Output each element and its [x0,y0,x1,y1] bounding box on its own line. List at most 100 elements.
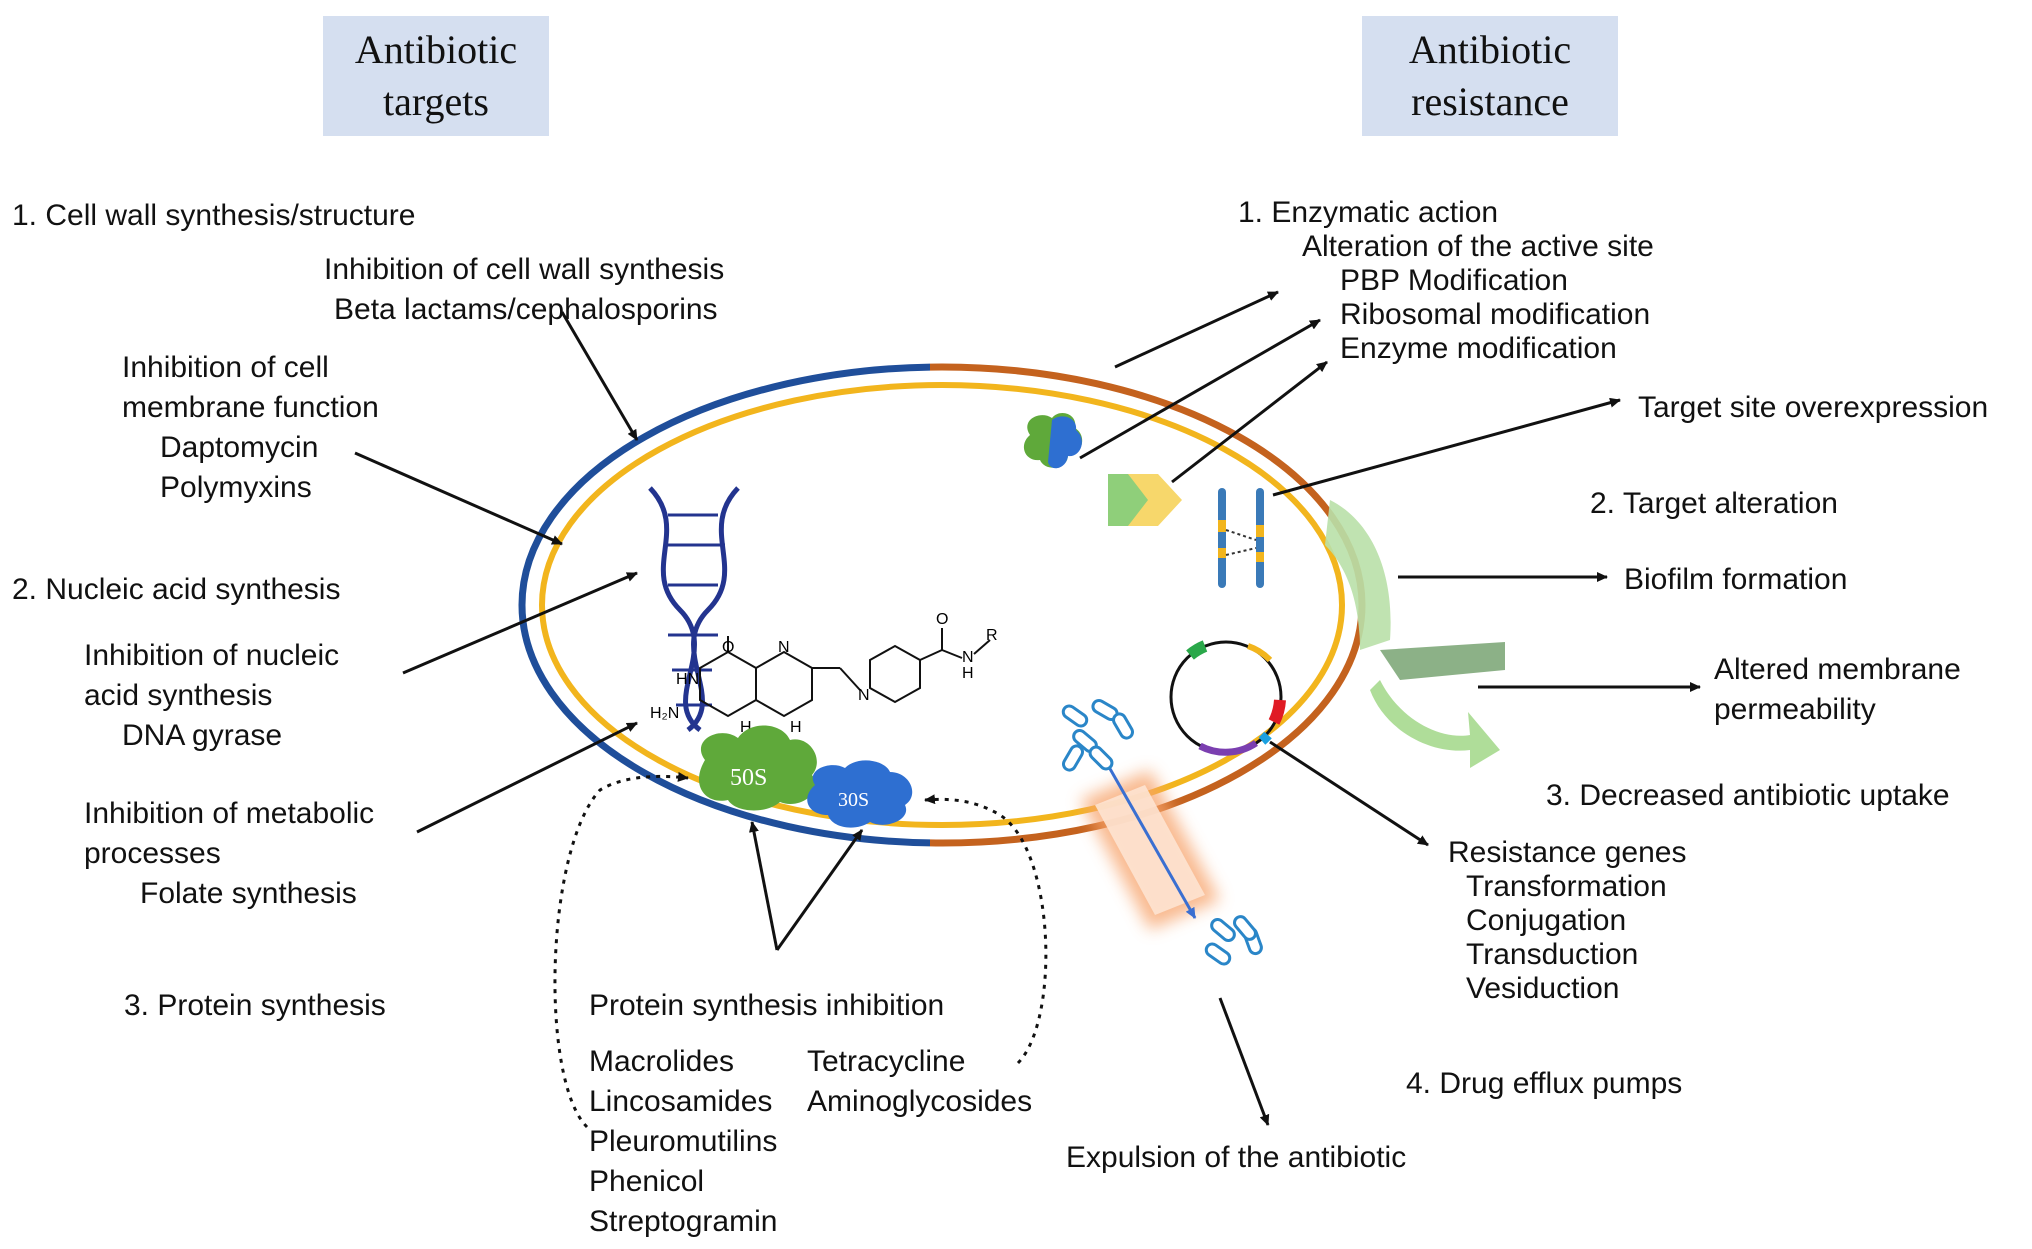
molecule-atom-label: R [986,627,998,644]
arrow-pbp [1114,290,1279,369]
arrow-metabolic [416,721,638,834]
label-inhibition-metabolic: Inhibition of metabolic processes Folate… [84,794,374,914]
label-inhibition-cell-wall: Inhibition of cell wall synthesis Beta l… [324,250,724,329]
drug-list-col2: Tetracycline Aminoglycosides [807,1042,1032,1122]
text-line: Inhibition of nucleic [84,639,340,672]
label-target-alteration: 2. Target alteration [1590,487,1838,520]
molecule-atom-label: N [778,639,790,656]
resistance-arrows [1079,290,1701,1126]
cell-wall [518,363,1366,847]
label-decreased-uptake: 3. Decreased antibiotic uptake [1546,779,1950,812]
text-line: membrane function [122,391,379,424]
ribosome-30s-icon: 30S [807,760,913,828]
drug-list-col1: Macrolides Lincosamides Pleuromutilins P… [589,1042,777,1242]
plasmid-icon [1169,640,1286,756]
text-line: Enzyme modification [1340,332,1617,365]
drug-name: Streptogramin [589,1205,778,1238]
label-altered-permeability: Altered membrane permeability [1714,650,1961,730]
label-enzymatic-action: 1. Enzymatic action Alteration of the ac… [1238,196,1654,366]
molecule-atom-label: HN [676,671,699,688]
text-line: Inhibition of cell [122,351,329,384]
text-line: Transduction [1466,938,1639,971]
dotted-arrow-50s [553,771,689,1129]
molecule-atom-label: N [962,649,974,666]
membrane-change-icon [1380,642,1505,680]
chromosome-icon [1218,488,1264,588]
text-line: 1. Enzymatic action [1238,196,1499,229]
biofilm-icon [1325,500,1391,650]
drug-name: Tetracycline [807,1045,966,1078]
text-line: Folate synthesis [140,877,357,910]
ribosome-icon [1023,413,1083,469]
enzyme-icon [1108,474,1182,526]
text-line: Vesiduction [1466,972,1620,1005]
antibiotic-molecules-icon [1061,699,1263,966]
molecule-atom-label: O [722,639,734,656]
header-antibiotic-targets: Antibiotic targets [323,16,549,136]
molecule-atom-label: H₂N [650,705,679,722]
arrow-membrane [354,451,563,546]
arrow-nucleic [402,571,638,675]
arrow-cell-wall [560,311,639,441]
header-line: resistance [1411,79,1569,124]
label-cell-wall-synthesis: 1. Cell wall synthesis/structure [12,199,416,232]
folate-molecule-icon [699,628,991,718]
text-line: Daptomycin [160,431,319,464]
arrow-50s [749,821,779,951]
text-line: Conjugation [1466,904,1627,937]
text-line: Resistance genes [1448,836,1687,869]
cell-membrane [539,382,1345,828]
drug-name: Macrolides [589,1045,735,1078]
label-membrane-function: Inhibition of cell membrane function Dap… [122,348,379,508]
drug-name: Pleuromutilins [589,1125,778,1158]
svg-text:30S: 30S [838,789,869,811]
text-line: DNA gyrase [122,719,283,752]
label-expulsion-antibiotic: Expulsion of the antibiotic [1066,1141,1407,1174]
label-protein-synthesis-inhibition: Protein synthesis inhibition [589,989,945,1022]
text-line: Alteration of the active site [1302,230,1654,263]
label-drug-efflux-pumps: 4. Drug efflux pumps [1406,1067,1683,1100]
label-target-overexpression: Target site overexpression [1638,391,1989,424]
label-protein-synthesis: 3. Protein synthesis [124,989,386,1022]
drug-name: Aminoglycosides [807,1085,1033,1118]
molecule-atom-label: H [790,719,802,736]
arrow-ribosomal [1079,318,1321,460]
arrow-30s [775,829,864,951]
text-line: Polymyxins [160,471,312,504]
header-line: targets [383,79,489,124]
header-line: Antibiotic [1408,27,1572,72]
drug-name: Phenicol [589,1165,705,1198]
label-resistance-genes: Resistance genes Transformation Conjugat… [1448,836,1686,1006]
text-line: processes [84,837,221,870]
dotted-arrow-30s [924,794,1048,1065]
arrow-expulsion [1218,997,1270,1126]
molecule-atom-label: O [936,611,948,628]
arrow-resistance-genes [1269,740,1429,847]
drug-name: Lincosamides [589,1085,773,1118]
text-line: Altered membrane [1714,653,1961,686]
header-antibiotic-resistance: Antibiotic resistance [1362,16,1618,136]
arrow-enzyme [1171,360,1328,484]
text-line: Inhibition of metabolic [84,797,375,830]
dna-helix-icon [648,486,740,732]
target-arrows [354,311,1048,1129]
ribosome-50s-icon: 50S [698,725,817,811]
uptake-arrow-icon [1370,680,1500,768]
molecule-atom-label: H [740,719,752,736]
svg-text:50S: 50S [730,765,767,791]
molecule-atom-label: H [962,665,974,682]
text-line: Transformation [1466,870,1667,903]
text-line: Ribosomal modification [1340,298,1651,331]
label-nucleic-acid-synthesis: 2. Nucleic acid synthesis [12,573,341,606]
text-line: Inhibition of cell wall synthesis [324,253,725,286]
text-line: permeability [1714,693,1876,726]
efflux-pump-icon [1080,759,1220,930]
label-inhibition-nucleic: Inhibition of nucleic acid synthesis DNA… [84,636,339,756]
arrow-overexpression [1272,397,1621,497]
text-line: Beta lactams/cephalosporins [334,292,718,326]
text-line: acid synthesis [84,679,273,712]
text-line: PBP Modification [1340,264,1568,297]
molecule-atom-label: N [858,687,870,704]
header-line: Antibiotic [354,27,518,72]
